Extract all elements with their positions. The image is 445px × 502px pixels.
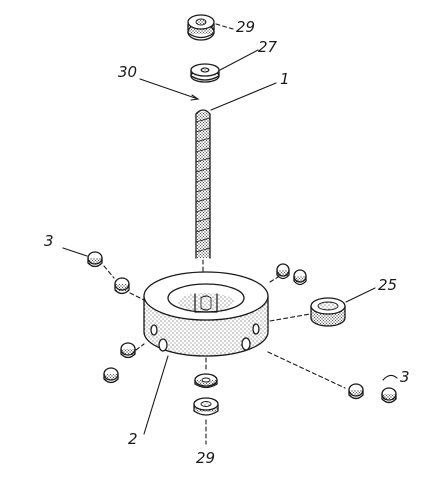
right-screw-lower-b — [381, 387, 397, 404]
label-tip: 30 — [118, 63, 137, 81]
ring-body — [143, 271, 269, 357]
label-screw-left: 3 — [44, 232, 54, 250]
screw-axis-left-upper — [103, 265, 115, 279]
label-rod: 1 — [280, 70, 290, 88]
leader-screw-right — [382, 374, 398, 381]
left-screw-lower — [120, 342, 136, 359]
left-screw-mid — [114, 277, 130, 295]
screw-axis-left-mid — [129, 292, 145, 301]
leader-knob — [345, 287, 376, 303]
leader-rod — [210, 82, 277, 111]
threaded-rod — [195, 109, 211, 259]
knob-axis — [269, 313, 311, 322]
left-screw-upper — [87, 251, 103, 268]
left-screw-bottom — [103, 367, 119, 384]
right-screw-lower-a — [348, 383, 364, 400]
right-screw-upper-a — [276, 263, 290, 280]
leader-tip — [139, 78, 199, 100]
screw-axis-right-upper — [269, 276, 279, 283]
label-washer: 27 — [258, 38, 278, 56]
knob — [310, 297, 346, 327]
screw-axis-left-lower — [135, 343, 145, 351]
leader-washer — [219, 49, 259, 71]
leader-ring — [143, 355, 169, 435]
screw-axis-right-lower — [267, 351, 346, 389]
label-knob: 25 — [378, 276, 397, 294]
label-nut-bottom: 29 — [196, 449, 215, 467]
top-nut — [187, 14, 215, 41]
label-ring: 2 — [128, 430, 138, 448]
leader-nut-top — [215, 23, 234, 30]
leader-screw-left — [62, 247, 88, 257]
bottom-washer — [194, 373, 218, 389]
label-screw-right: 3 — [400, 368, 410, 386]
leader-tip-arrow — [190, 94, 200, 101]
right-screw-upper-b — [293, 269, 307, 286]
washer — [190, 63, 220, 83]
label-nut-top: 29 — [236, 18, 255, 36]
bottom-nut — [193, 397, 219, 416]
